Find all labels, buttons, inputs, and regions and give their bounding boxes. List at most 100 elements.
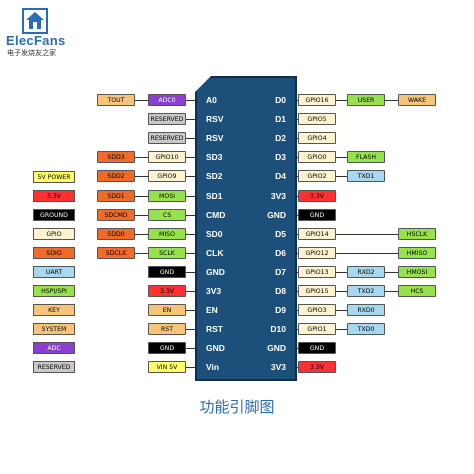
pin-wire	[297, 195, 298, 197]
pin-label: 3V3	[270, 190, 286, 201]
pin-wire	[186, 348, 195, 350]
pin-label: GND	[267, 343, 286, 354]
pin-label: RSV	[206, 133, 224, 144]
pin-wire	[297, 367, 298, 369]
pin-label: D8	[275, 286, 286, 296]
pin-function-tag: GND	[298, 342, 336, 355]
pin-function-tag: GPIO13	[298, 265, 336, 278]
pin-function-tag: GPIO14	[298, 227, 336, 240]
pin-function-tag: GPIO2	[298, 170, 336, 183]
pin-function-tag: CS	[148, 208, 186, 221]
board-notch	[195, 76, 211, 92]
pin-label: 3V3	[270, 362, 286, 373]
pin-function-tag: SDCMD	[97, 208, 135, 221]
pin-wire	[135, 100, 148, 101]
brand-subtitle: 电子发烧友之家	[7, 49, 56, 57]
pin-wire	[336, 176, 347, 178]
pin-function-tag: RXD0	[347, 304, 385, 317]
pin-function-tag: GND	[298, 208, 336, 221]
pin-function-tag: WAKE	[398, 94, 436, 106]
pin-label: D7	[275, 266, 286, 277]
legend-item: UART	[33, 266, 75, 278]
pin-function-tag: GPIO0	[298, 151, 336, 164]
pin-label: 3V3	[206, 286, 222, 296]
pin-function-tag: GND	[148, 265, 186, 278]
pin-function-tag: ADC0	[148, 94, 186, 106]
pin-function-tag: MISO	[148, 227, 186, 240]
pin-function-tag: 3.3V	[298, 189, 336, 202]
legend-item: SYSTEM	[33, 323, 75, 335]
pin-wire	[336, 329, 347, 331]
pin-label: SD0	[206, 228, 223, 239]
house-logo-icon	[22, 8, 48, 34]
pin-function-tag: FLASH	[347, 151, 385, 164]
pin-wire	[297, 157, 298, 159]
pin-label: D10	[270, 324, 286, 335]
pin-function-tag: TOUT	[97, 94, 135, 106]
legend-item: KEY	[33, 304, 75, 316]
pin-wire	[297, 214, 298, 216]
pin-wire	[297, 329, 298, 331]
pin-function-tag: SDD0	[97, 227, 135, 240]
legend-item: ADC	[33, 342, 75, 354]
legend-item: HSPI/SPI	[33, 285, 75, 297]
pin-function-tag: USER	[347, 94, 385, 106]
pin-wire	[186, 310, 195, 312]
legend-item: RESERVED	[33, 361, 75, 373]
pin-wire	[297, 291, 298, 292]
pin-wire	[135, 214, 148, 216]
pin-function-tag: GND	[148, 342, 186, 355]
pin-wire	[186, 233, 195, 235]
pin-wire	[336, 310, 347, 312]
pin-label: GND	[206, 343, 225, 354]
pin-wire	[186, 291, 195, 292]
pin-label: A0	[206, 95, 217, 105]
pin-wire	[186, 138, 195, 140]
pin-wire	[186, 176, 195, 178]
pin-function-tag: GPIO1	[298, 323, 336, 336]
pin-wire	[135, 195, 148, 197]
pin-function-tag: SDD2	[97, 170, 135, 183]
pin-wire	[186, 329, 195, 331]
pin-label: Vin	[206, 362, 220, 373]
pin-label: D3	[275, 152, 286, 163]
pin-function-tag: RXD2	[347, 265, 385, 278]
pin-wire	[336, 233, 398, 235]
brand-name: ElecFans	[6, 33, 66, 48]
pin-function-tag: GPIO4	[298, 132, 336, 145]
pin-function-tag: GPIO16	[298, 94, 336, 106]
pin-wire	[135, 176, 148, 178]
pin-function-tag: TXD2	[347, 285, 385, 297]
pin-label: D5	[275, 228, 286, 239]
pin-wire	[297, 348, 298, 350]
pin-function-tag: HCS	[398, 285, 436, 297]
pin-wire	[297, 252, 298, 254]
pin-label: RST	[206, 324, 223, 335]
pin-wire	[186, 214, 195, 216]
pin-function-tag: SCLK	[148, 246, 186, 259]
pin-label: CLK	[206, 247, 224, 258]
pin-wire	[297, 233, 298, 235]
pin-label: D1	[275, 114, 286, 125]
pin-function-tag: GPIO10	[148, 151, 186, 164]
pin-function-tag: HMISO	[398, 246, 436, 259]
pin-function-tag: HMOSI	[398, 265, 436, 278]
pin-wire	[385, 271, 398, 273]
pin-function-tag: GPIO15	[298, 285, 336, 297]
pin-wire	[336, 291, 347, 292]
pin-label: CMD	[206, 209, 226, 220]
pin-wire	[186, 119, 195, 121]
pin-wire	[186, 367, 195, 369]
pin-wire	[336, 252, 398, 254]
pin-function-tag: VIN 5V	[148, 361, 186, 374]
pin-wire	[297, 119, 298, 121]
pin-function-tag: TXD1	[347, 170, 385, 183]
pin-wire	[385, 100, 398, 101]
pin-function-tag: GPIO5	[298, 113, 336, 126]
pin-label: D9	[275, 305, 286, 316]
pin-function-tag: RESERVED	[148, 132, 186, 145]
pin-label: D2	[275, 133, 286, 144]
pin-wire	[336, 157, 347, 159]
pin-label: SD2	[206, 171, 223, 182]
pin-label: D6	[275, 247, 286, 258]
